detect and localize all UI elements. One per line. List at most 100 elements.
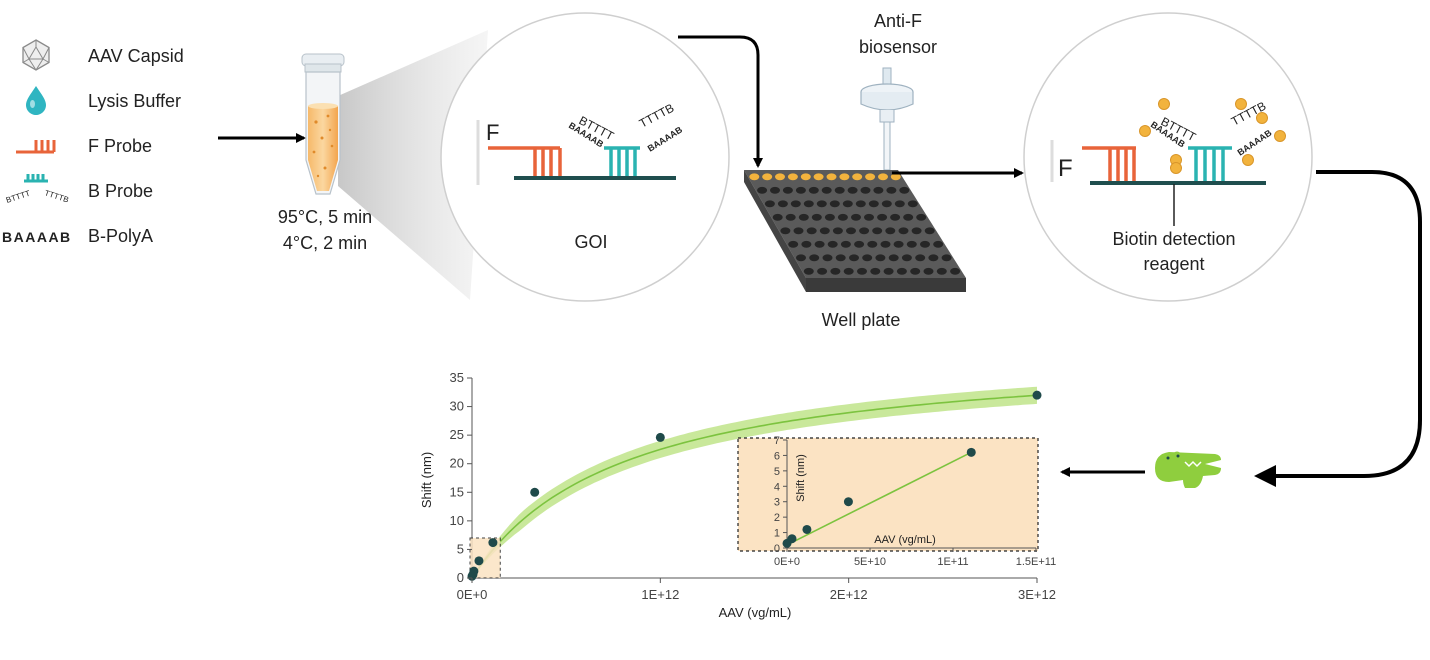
y-tick-label: 35 (450, 370, 464, 385)
well (886, 186, 897, 194)
data-point (474, 556, 484, 566)
inset-chart-axes (786, 440, 1036, 549)
inset-y-tick-label: 0 (774, 543, 780, 555)
inset-data-point (802, 524, 812, 534)
gator-logo-icon (1155, 451, 1221, 488)
inset-y-tick-label: 5 (774, 466, 780, 478)
inset-x-tick-label: 5E+10 (854, 556, 886, 568)
biosensor-tip (860, 67, 914, 171)
well (852, 173, 863, 181)
legend-label-aav-capsid: AAV Capsid (88, 46, 184, 66)
well (888, 254, 899, 262)
well (865, 173, 876, 181)
well (803, 267, 814, 275)
well (829, 200, 840, 208)
well (923, 267, 934, 275)
well (890, 213, 901, 221)
well (880, 240, 891, 248)
x-tick-label: 1E+12 (641, 587, 679, 602)
well (764, 200, 775, 208)
well (843, 267, 854, 275)
well (813, 173, 824, 181)
well (885, 227, 896, 235)
legend: AAV Capsid Lysis Buffer F Probe BTTTT TT… (2, 39, 184, 246)
svg-text:TTTTB: TTTTB (43, 188, 69, 204)
well (941, 254, 952, 262)
well (893, 240, 904, 248)
well (915, 254, 926, 262)
well (840, 240, 851, 248)
inset-data-point (966, 447, 976, 457)
well (770, 186, 780, 194)
well (826, 173, 837, 181)
well (785, 213, 796, 221)
well (790, 200, 801, 208)
well (787, 173, 798, 181)
svg-text:BTTTT: BTTTT (5, 189, 32, 205)
detection-f-letter: F (1058, 155, 1073, 182)
well (749, 173, 760, 181)
well-plate-label: Well plate (822, 310, 901, 330)
detection-label-1: Biotin detection (1112, 229, 1235, 249)
well (830, 267, 841, 275)
well (901, 254, 912, 262)
well (772, 213, 783, 221)
well (864, 213, 874, 221)
microcentrifuge-tube (301, 53, 345, 195)
inset-y-tick-label: 6 (774, 450, 780, 462)
well (846, 227, 856, 235)
well (916, 213, 927, 221)
well (877, 213, 888, 221)
inset-y-tick-label: 4 (774, 481, 780, 493)
inset-x-tick-label: 1E+11 (937, 556, 968, 568)
detection-zoom-circle: F BTTTT TTTTB BAAAAB BAAAAB Biotin detec… (1023, 12, 1313, 302)
well (816, 200, 827, 208)
main-chart-fit-curve (471, 394, 1038, 579)
main-chart-points (467, 390, 1042, 581)
y-tick-label: 25 (450, 427, 464, 442)
well (842, 200, 853, 208)
x-tick-label: 0E+0 (457, 587, 488, 602)
well (911, 227, 922, 235)
inset-y-tick-label: 1 (774, 528, 780, 540)
well (822, 254, 833, 262)
tube-condition-2: 4°C, 2 min (283, 233, 367, 253)
well (860, 186, 871, 194)
well (757, 186, 768, 194)
legend-label-b-probe: B Probe (88, 181, 153, 201)
well (806, 227, 817, 235)
well (924, 227, 935, 235)
goi-f-letter: F (486, 120, 499, 145)
b-polya-icon: BAAAAB (2, 229, 72, 245)
well (857, 267, 867, 275)
inset-y-tick-label: 2 (774, 512, 780, 524)
well (837, 213, 848, 221)
well (814, 240, 825, 248)
inset-data-point (787, 534, 797, 544)
inset-data-point (843, 497, 853, 507)
goi-f-probe (488, 146, 562, 176)
arrow-to-plate (678, 35, 763, 168)
biosensor-label-1: Anti-F (874, 11, 922, 31)
well (782, 186, 793, 194)
well (777, 200, 788, 208)
well (894, 200, 905, 208)
data-point (469, 566, 479, 576)
well (928, 254, 939, 262)
y-tick-label: 30 (450, 399, 464, 414)
detection-f-probe (1082, 146, 1136, 181)
x-tick-label: 2E+12 (830, 587, 868, 602)
well (899, 186, 910, 194)
f-probe-icon (16, 140, 56, 154)
zoom-beam (338, 30, 488, 300)
y-tick-label: 20 (450, 456, 464, 471)
well (834, 186, 845, 194)
inset-chart-x-label: AAV (vg/mL) (874, 534, 936, 546)
inset-chart-fit-line (786, 451, 972, 546)
well-grid (749, 173, 961, 275)
well (890, 173, 901, 181)
well (868, 200, 879, 208)
well-plate (744, 170, 966, 292)
